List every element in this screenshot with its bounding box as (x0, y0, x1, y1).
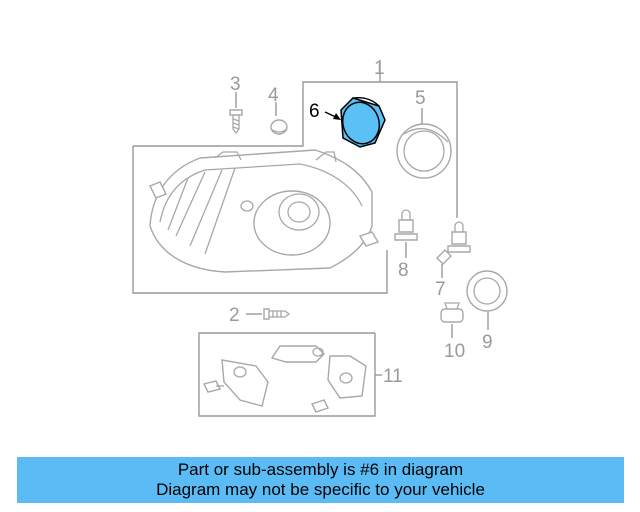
brackets-11 (202, 345, 367, 413)
bulb-8 (394, 209, 418, 258)
screw-3 (229, 92, 243, 135)
callout-6: 6 (309, 101, 320, 122)
callout-11: 11 (383, 366, 403, 387)
callout-9: 9 (482, 332, 493, 353)
callout-4: 4 (268, 85, 279, 106)
callout-10: 10 (444, 341, 465, 362)
callout-1: 1 (374, 58, 385, 79)
bulb-10 (440, 302, 464, 338)
info-banner: Part or sub-assembly is #6 in diagram Di… (17, 457, 624, 503)
highlighted-cap-6 (340, 97, 386, 148)
screw-2 (246, 308, 291, 320)
assembly-frame-lower (132, 146, 388, 294)
callout-3: 3 (230, 74, 241, 95)
ring-9 (466, 270, 508, 330)
bulb-7 (436, 221, 471, 278)
banner-line-1: Part or sub-assembly is #6 in diagram (177, 460, 464, 479)
callout-7: 7 (435, 279, 446, 300)
headlamp-body (149, 149, 380, 273)
callout-8: 8 (398, 260, 409, 281)
assembly-frame-outline (133, 81, 458, 218)
callout-2: 2 (229, 305, 240, 326)
clip-4 (270, 102, 288, 135)
cover-ring-5 (396, 108, 452, 179)
arrowhead-6 (333, 113, 341, 120)
bracket-frame (198, 332, 376, 417)
callout-5: 5 (415, 88, 426, 109)
banner-line-2: Diagram may not be specific to your vehi… (156, 480, 485, 499)
